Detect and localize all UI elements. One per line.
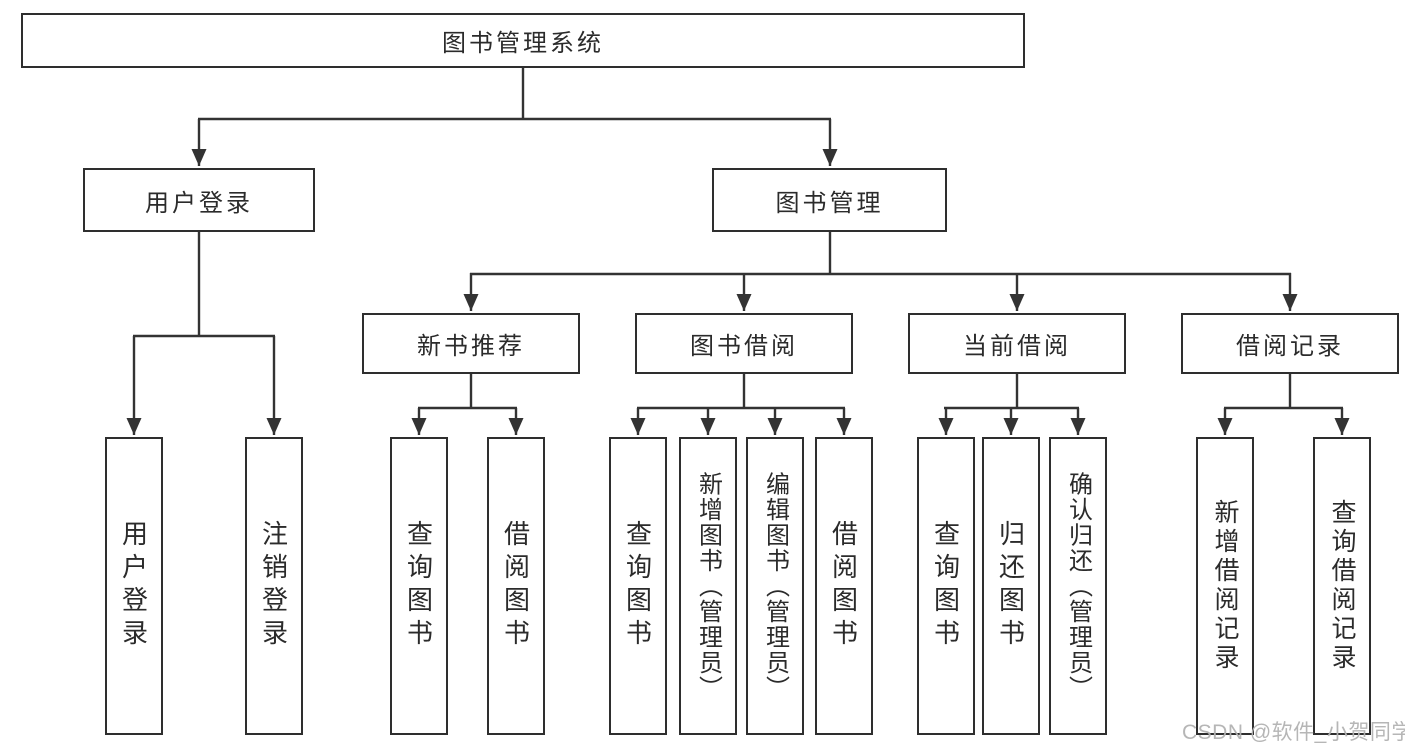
node-book-borrowing: 图书借阅	[635, 313, 853, 374]
node-borrowing-records-label: 借阅记录	[1236, 333, 1344, 360]
node-leaf-cb-return-books-label: 归还图书	[995, 520, 1026, 652]
node-leaf-nbr-query-books-label: 查询图书	[403, 520, 434, 652]
node-book-borrowing-label: 图书借阅	[690, 333, 798, 360]
node-leaf-bb-add-books: 新增图书（管理员）	[679, 437, 737, 735]
node-leaf-cb-query-books-label: 查询图书	[930, 520, 961, 652]
node-leaf-bb-query-books: 查询图书	[609, 437, 667, 735]
node-leaf-logout: 注销登录	[245, 437, 303, 735]
node-new-book-recommend-label: 新书推荐	[417, 333, 525, 360]
node-user-login-branch-label: 用户登录	[145, 189, 253, 217]
node-leaf-br-query-record: 查询借阅记录	[1313, 437, 1371, 735]
watermark: CSDN @软件_小贺同学	[1182, 721, 1405, 744]
node-book-management-branch-label: 图书管理	[775, 189, 884, 217]
node-leaf-br-add-record: 新增借阅记录	[1196, 437, 1254, 735]
node-leaf-bb-borrow-books: 借阅图书	[815, 437, 873, 735]
node-book-management-branch: 图书管理	[712, 168, 947, 232]
node-leaf-nbr-borrow-books-label: 借阅图书	[500, 520, 531, 652]
node-leaf-br-query-record-label: 查询借阅记录	[1328, 499, 1356, 673]
node-library-system-label: 图书管理系统	[442, 30, 604, 57]
node-current-borrowing-label: 当前借阅	[963, 333, 1071, 360]
node-leaf-user-login-label: 用户登录	[118, 520, 149, 652]
node-leaf-bb-edit-books: 编辑图书（管理员）	[746, 437, 804, 735]
node-new-book-recommend: 新书推荐	[362, 313, 580, 374]
node-borrowing-records: 借阅记录	[1181, 313, 1399, 374]
node-leaf-cb-confirm-return-label: 确认归还（管理员）	[1064, 471, 1092, 701]
node-leaf-bb-edit-books-label: 编辑图书（管理员）	[761, 471, 789, 701]
node-leaf-logout-label: 注销登录	[258, 520, 289, 652]
node-leaf-cb-confirm-return: 确认归还（管理员）	[1049, 437, 1107, 735]
node-user-login-branch: 用户登录	[83, 168, 315, 232]
node-library-system: 图书管理系统	[21, 13, 1025, 68]
node-leaf-nbr-query-books: 查询图书	[390, 437, 448, 735]
node-leaf-cb-query-books: 查询图书	[917, 437, 975, 735]
node-leaf-nbr-borrow-books: 借阅图书	[487, 437, 545, 735]
node-leaf-cb-return-books: 归还图书	[982, 437, 1040, 735]
node-current-borrowing: 当前借阅	[908, 313, 1126, 374]
node-leaf-bb-borrow-books-label: 借阅图书	[828, 520, 859, 652]
node-leaf-bb-query-books-label: 查询图书	[622, 520, 653, 652]
node-leaf-bb-add-books-label: 新增图书（管理员）	[694, 471, 722, 701]
node-leaf-user-login: 用户登录	[105, 437, 163, 735]
node-leaf-br-add-record-label: 新增借阅记录	[1211, 499, 1239, 673]
